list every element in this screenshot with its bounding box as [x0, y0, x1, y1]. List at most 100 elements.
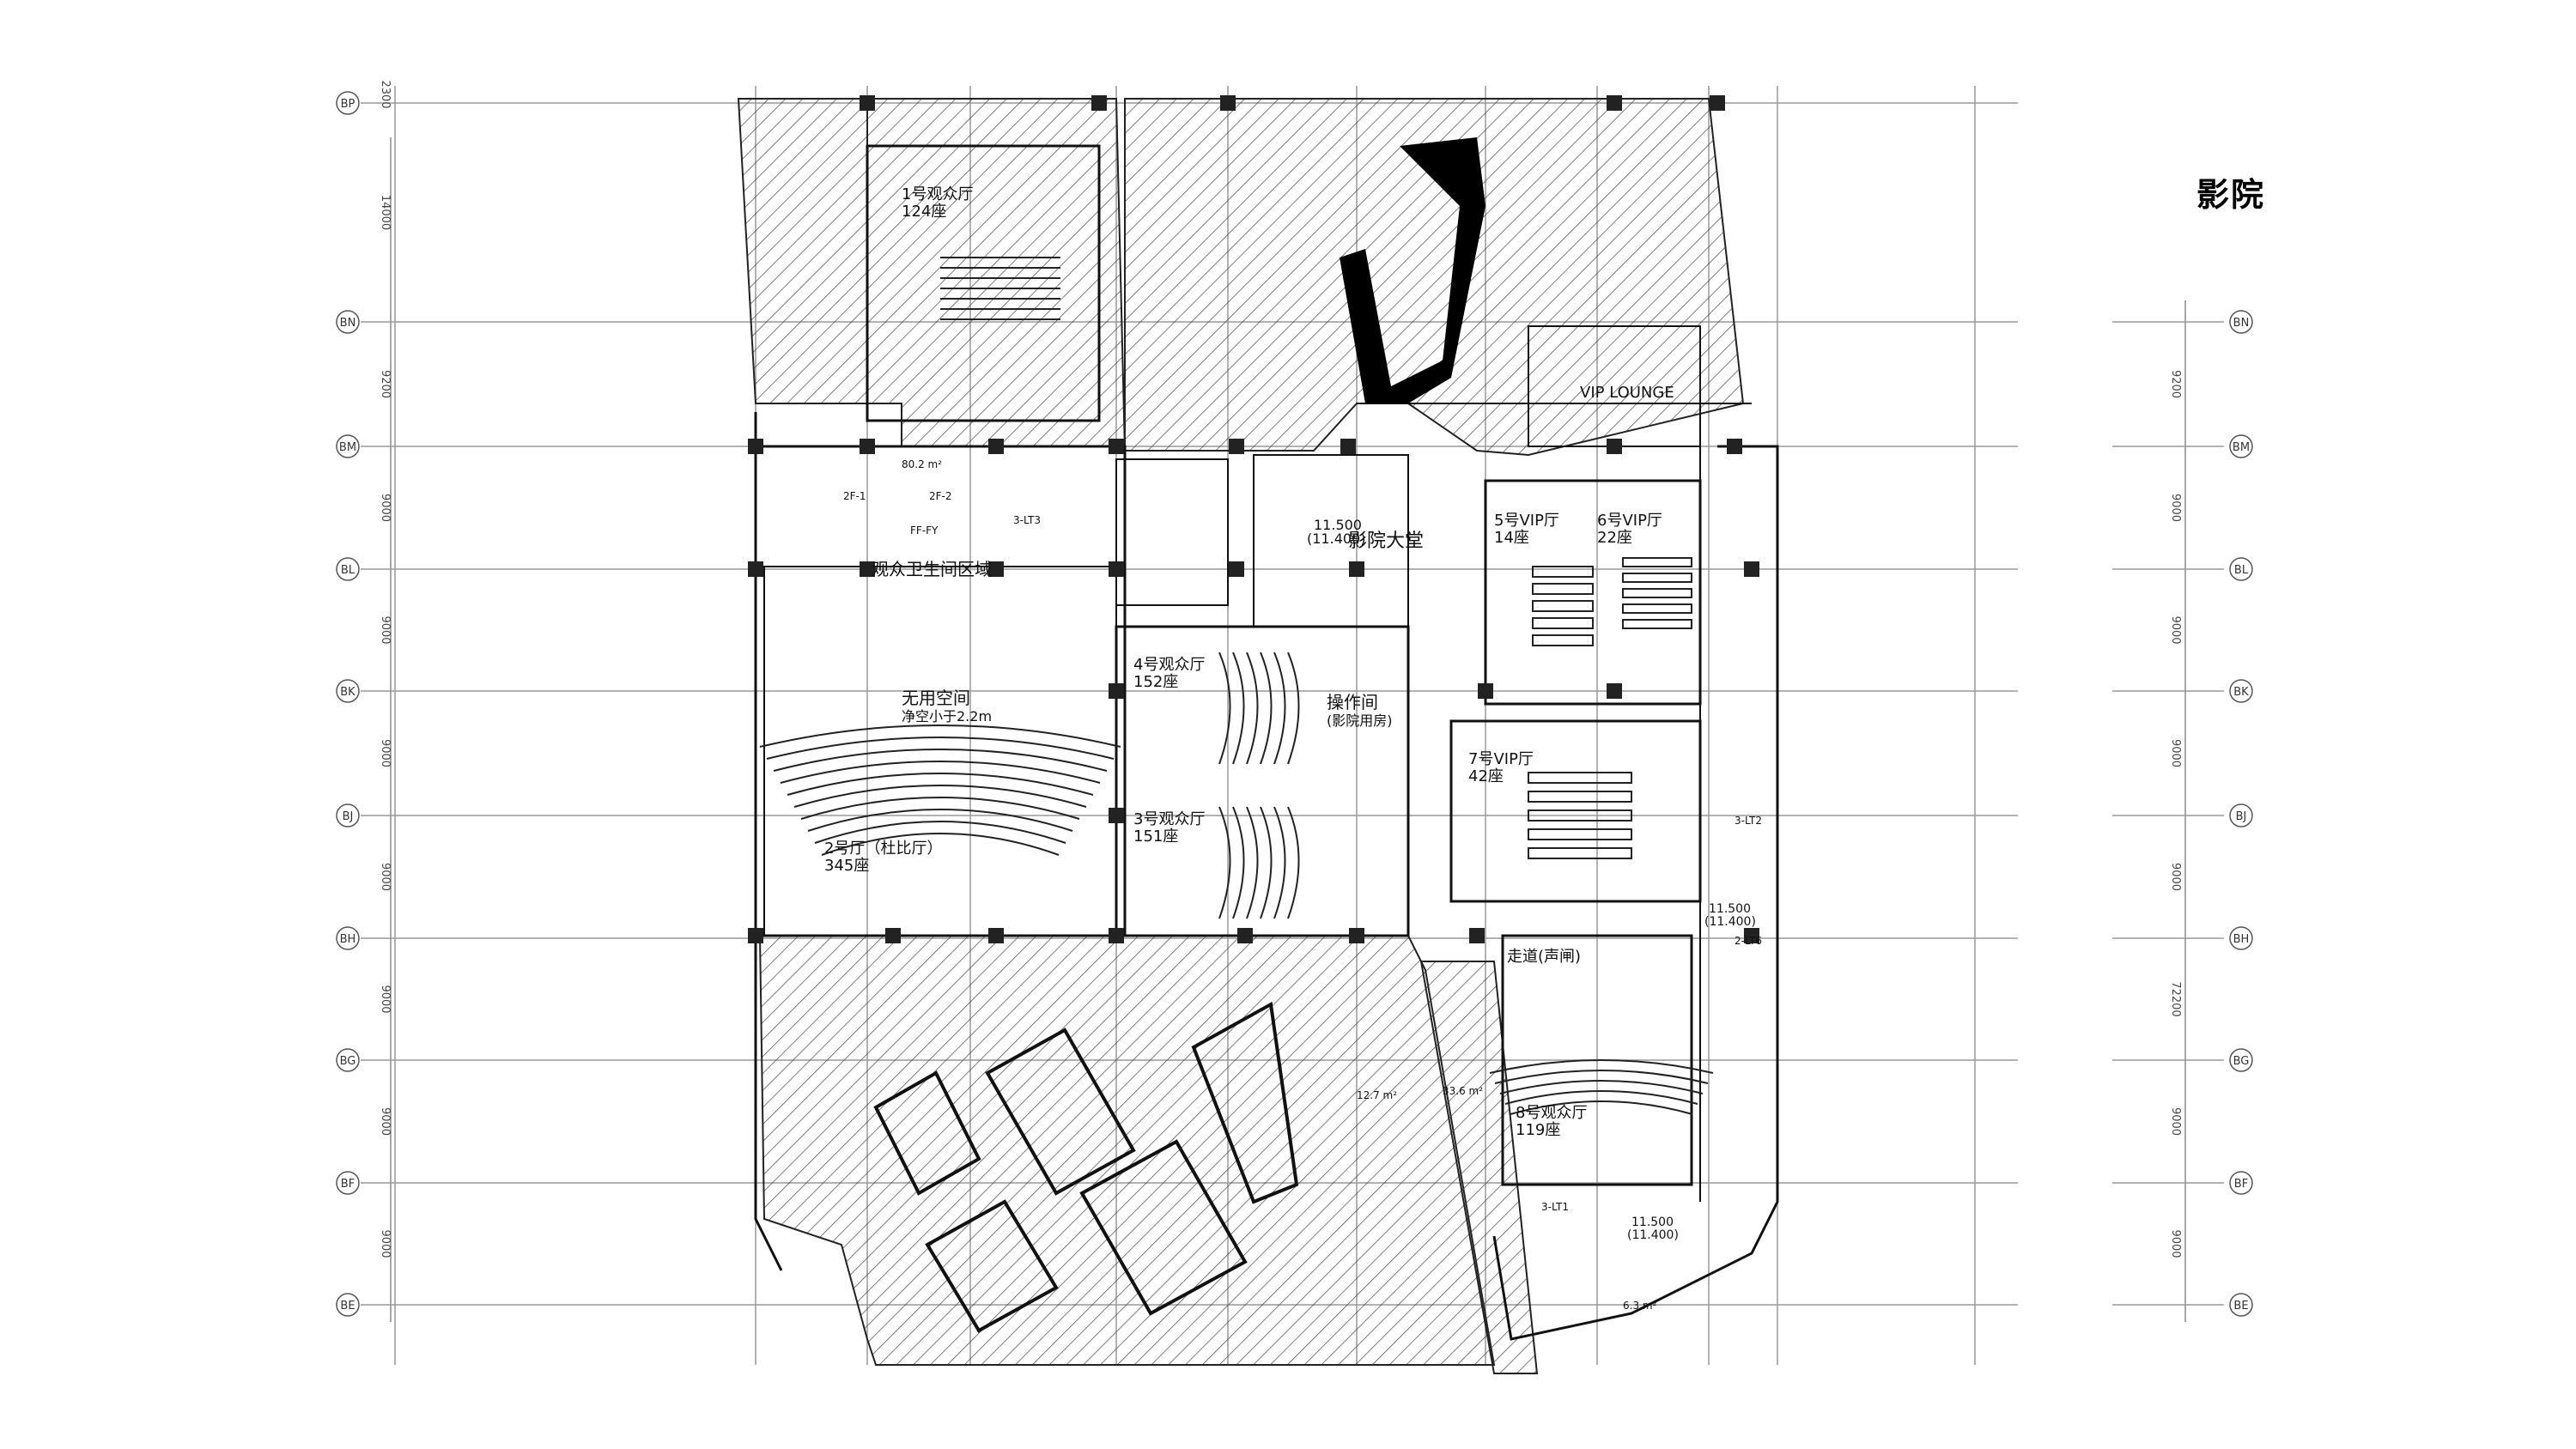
vip-seat: [1532, 617, 1594, 629]
column: [1229, 439, 1244, 454]
grid-label: BL: [341, 564, 355, 577]
hall1-seats: 124座: [902, 203, 946, 221]
grid-label: BL: [2234, 564, 2249, 577]
seat-row: [1273, 806, 1286, 919]
small-label: 3-LT2: [1735, 815, 1762, 827]
grid-bubble: [2229, 434, 2253, 458]
seat-row: [766, 737, 1115, 760]
grid-bubble: [2229, 926, 2253, 950]
seat-row: [793, 785, 1087, 808]
seat-row: [821, 833, 1060, 856]
vip-seat: [1532, 583, 1594, 595]
grid-label: BH: [340, 933, 356, 946]
grid-bubble: [336, 1293, 360, 1317]
dim-text-right: 9200: [2169, 370, 2182, 398]
seat-row: [1260, 652, 1273, 765]
dim-text: 9000: [379, 615, 392, 644]
column: [1710, 95, 1725, 111]
hatch-bottom-right: [1419, 961, 1539, 1374]
column: [1109, 439, 1124, 454]
grid-label: BF: [341, 1178, 355, 1191]
level-c-sub: (11.400): [1627, 1228, 1679, 1242]
grid-label: BK: [2233, 686, 2249, 699]
grid-label: BJ: [343, 810, 354, 823]
seat-row: [1246, 806, 1259, 919]
lobby-level-sub: (11.400): [1307, 530, 1365, 547]
grid-label: BE: [340, 1300, 355, 1313]
column: [748, 439, 763, 454]
dim-text: 14000: [379, 195, 392, 230]
hatched-areas: [737, 98, 1745, 1374]
dim-text-right: 9000: [2169, 494, 2182, 522]
grid-bubble: [336, 926, 360, 950]
seat-row: [1494, 1070, 1709, 1084]
grid-bubble: [336, 803, 360, 828]
seat-row: [1260, 806, 1273, 919]
column: [1607, 95, 1622, 111]
column: [1727, 439, 1742, 454]
page-title: 影院整: [2196, 176, 2265, 214]
column: [1349, 561, 1364, 577]
seat-row: [807, 809, 1073, 832]
vip-seat: [1622, 557, 1692, 567]
seat-row: [780, 761, 1101, 784]
grid-bubble: [2229, 1048, 2253, 1072]
vip7-name: 7号VIP厅: [1468, 750, 1534, 768]
column: [988, 928, 1004, 943]
column: [1744, 928, 1759, 943]
hall4-seats: 152座: [1133, 673, 1178, 691]
vip-seat: [1622, 573, 1692, 583]
column: [860, 439, 875, 454]
dim-text: 9000: [379, 1229, 392, 1258]
level-b: 11.500: [1709, 902, 1751, 916]
hall3-seats: 151座: [1133, 828, 1178, 846]
small-label: 6.3 m²: [1623, 1300, 1657, 1312]
seat-row: [1504, 1090, 1698, 1105]
seat-row: [814, 821, 1066, 844]
vip-seat: [1528, 791, 1632, 803]
grid-bubble: [336, 91, 360, 115]
column: [988, 561, 1004, 577]
seat-row: [1489, 1059, 1714, 1074]
hall4-name: 4号观众厅: [1133, 656, 1205, 674]
dim-text: 9000: [379, 1107, 392, 1136]
vip-seat: [1622, 588, 1692, 598]
small-label: FF-FY: [910, 524, 939, 537]
hall8-seats: 119座: [1516, 1121, 1560, 1139]
seat-row: [1287, 806, 1300, 919]
level-b-sub: (11.400): [1704, 915, 1756, 929]
grid-label: BE: [2233, 1300, 2248, 1313]
vip-seat: [1528, 772, 1632, 784]
lobby-label: 影院大堂: [1348, 530, 1424, 552]
vip6-name: 6号VIP厅: [1597, 512, 1662, 530]
grid-label: BG: [2233, 1055, 2250, 1068]
hall1-name: 1号观众厅: [902, 185, 973, 203]
grid-label: BJ: [2236, 810, 2247, 823]
dim-text-right: 9000: [2169, 1229, 2182, 1258]
vip-seat: [1622, 603, 1692, 614]
lobby-level: 11.500: [1314, 517, 1362, 533]
seat-row: [1499, 1080, 1704, 1094]
small-label: 33.6 m²: [1443, 1085, 1483, 1097]
grid-bubble: [2229, 1171, 2253, 1195]
seat-row: [773, 749, 1108, 772]
seat-row: [759, 724, 1121, 748]
column: [1109, 683, 1124, 699]
small-label: 3-LT1: [1541, 1201, 1569, 1213]
small-label: 2F-1: [843, 490, 866, 502]
seat-row: [1246, 652, 1259, 765]
vip-seat: [1528, 847, 1632, 859]
grid-bubble: [2229, 1293, 2253, 1317]
seat-row: [1232, 806, 1245, 919]
grid-label: BG: [340, 1055, 356, 1068]
dim-text: 9200: [379, 370, 392, 398]
void-note: 净空小于2.2m: [902, 708, 992, 724]
column: [1469, 928, 1485, 943]
dim-text-right: 9000: [2169, 863, 2182, 891]
dim-text: 2300: [379, 80, 392, 108]
column: [1237, 928, 1253, 943]
seat-row: [787, 773, 1094, 796]
columns: [748, 95, 1759, 943]
vip-lounge-label: VIP LOUNGE: [1580, 384, 1674, 402]
vip-seat: [1622, 619, 1692, 629]
